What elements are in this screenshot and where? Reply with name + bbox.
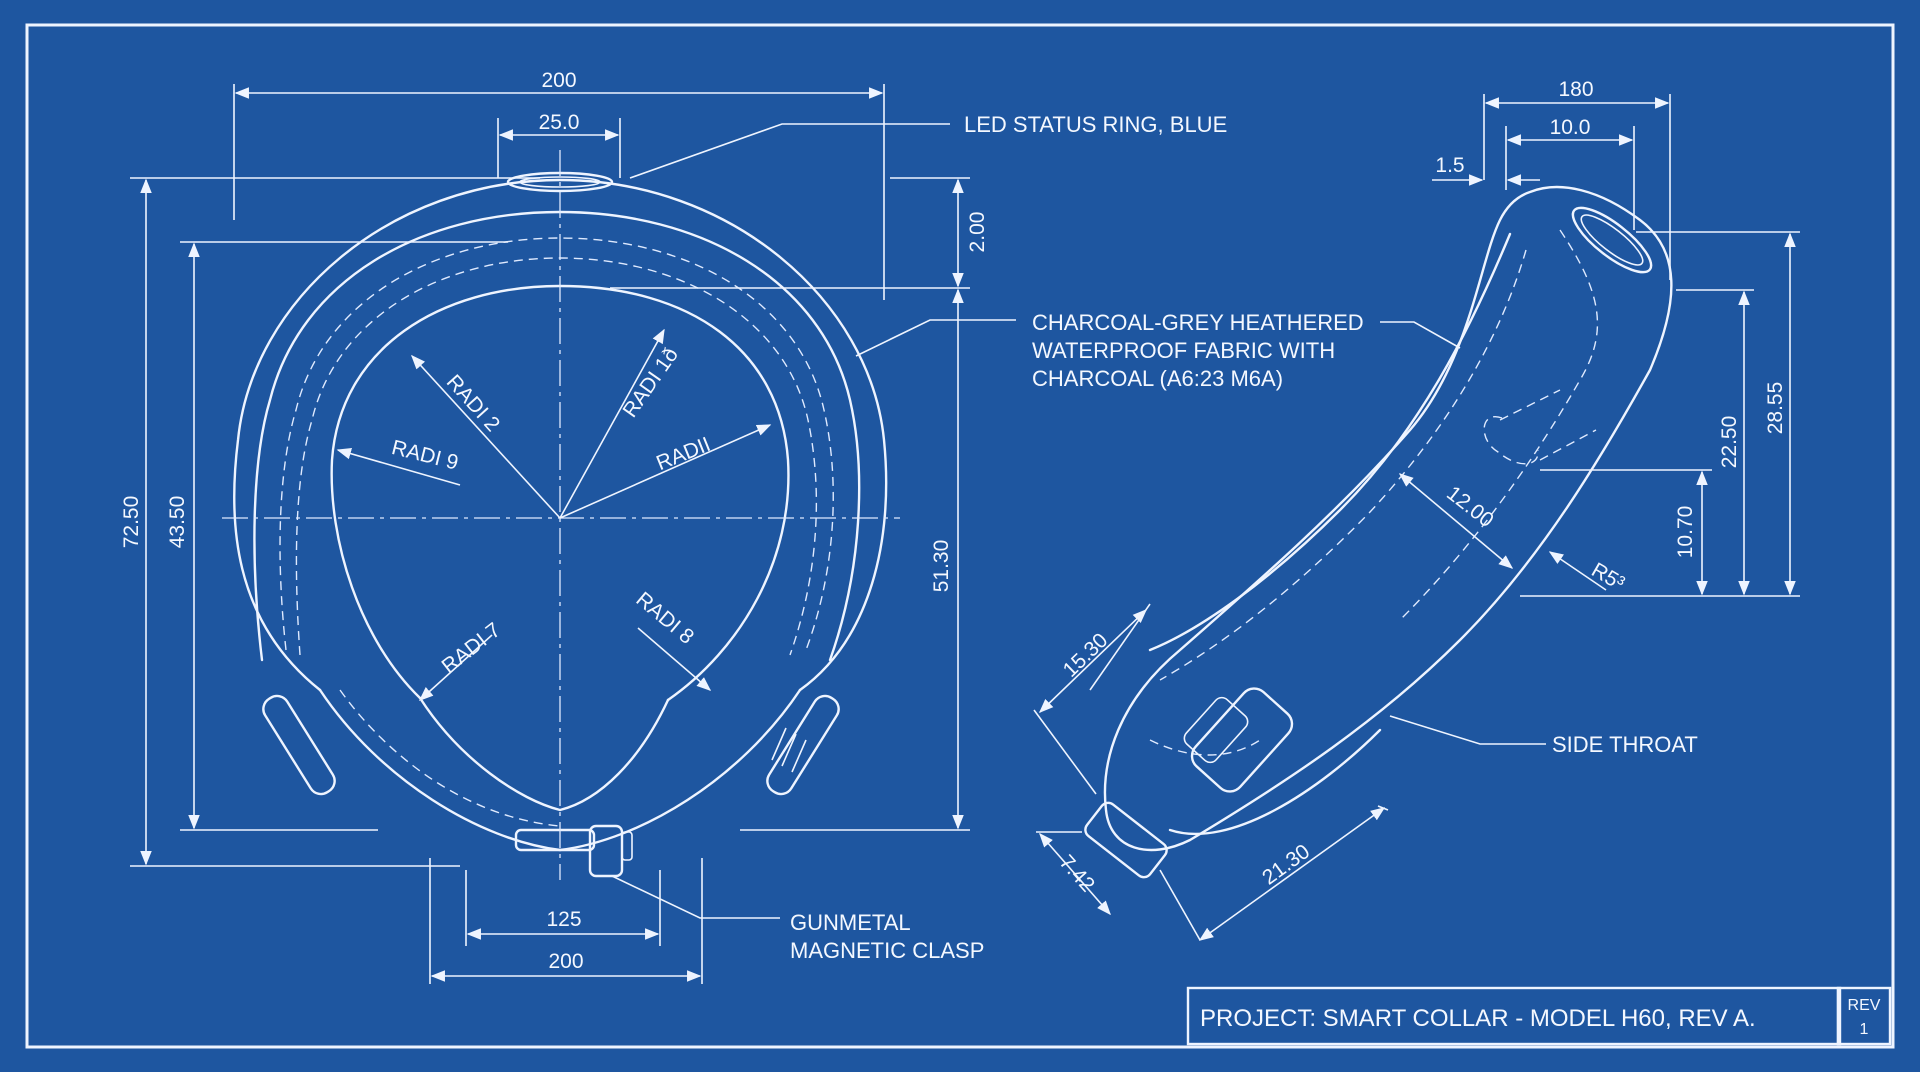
- callout-fabric-line2: WATERPROOF FABRIC WITH: [1032, 338, 1335, 363]
- dim-overall-height: 72.50: [120, 496, 143, 549]
- dim-side-height-total: 28.55: [1764, 382, 1787, 435]
- radius-label-ii: RADII: [653, 433, 714, 475]
- callout-fabric-line3: CHARCOAL (A6:23 M6A): [1032, 366, 1283, 391]
- radius-label-9: RADI 9: [389, 436, 460, 475]
- right-side-pad: [766, 694, 840, 796]
- callout-clasp-line2: MAGNETIC CLASP: [790, 938, 984, 963]
- title-block-rev-label: REV: [1848, 997, 1881, 1014]
- collar-outer-outline: [232, 178, 888, 692]
- side-clasp-tab: [1084, 801, 1168, 879]
- dim-side-height-low: 10.70: [1674, 506, 1697, 559]
- title-block-rev-value: 1: [1860, 1021, 1869, 1038]
- title-block: PROJECT: SMART COLLAR - MODEL H60, REV A…: [1186, 986, 1892, 1046]
- dim-overall-width: 200: [541, 69, 576, 92]
- dim-led-width: 25.0: [539, 111, 580, 134]
- dim-clasp-inner: 125: [546, 908, 581, 931]
- title-block-project: PROJECT: SMART COLLAR - MODEL H60, REV A…: [1200, 1005, 1756, 1032]
- callout-clasp-line1: GUNMETAL: [790, 910, 911, 935]
- radius-label-7: RADI 7: [438, 618, 505, 678]
- front-view: RADI 2 RADI 1ð RADI 9 RADII RADI 7 RADI …: [120, 69, 1461, 984]
- magnetic-clasp-left: [514, 828, 596, 852]
- side-buckle: [1190, 687, 1294, 793]
- dim-side-top-width: 180: [1558, 78, 1593, 101]
- callout-side-throat: SIDE THROAT: [1552, 732, 1698, 757]
- callout-led-ring: LED STATUS RING, BLUE: [964, 112, 1227, 137]
- side-view: 180 10.0 1.5 28.55 22.50 10.70 12.00 R5³…: [1033, 78, 1800, 941]
- radius-label-2: RADI 2: [442, 370, 504, 436]
- callout-fabric-line1: CHARCOAL-GREY HEATHERED: [1032, 310, 1364, 335]
- dim-right-height: 51.30: [930, 540, 953, 593]
- side-led-opening: [1571, 206, 1653, 274]
- radius-label-8: RADI 8: [632, 588, 699, 649]
- left-side-pad: [262, 694, 336, 796]
- dim-clasp-outer: 200: [548, 950, 583, 973]
- side-collar-outline: [1103, 185, 1673, 852]
- dim-side-height-mid: 22.50: [1718, 416, 1741, 469]
- dim-inner-height: 43.50: [166, 496, 189, 549]
- dim-top-offset: 2.00: [966, 212, 989, 253]
- dim-side-radius: R5³: [1588, 558, 1629, 595]
- dim-side-top-inner: 10.0: [1550, 116, 1591, 139]
- dim-side-lower-length: 15.30: [1059, 629, 1113, 682]
- drawing-border: [25, 23, 1895, 1049]
- dim-side-top-small: 1.5: [1435, 154, 1464, 177]
- dim-side-band-width: 12.00: [1442, 482, 1498, 532]
